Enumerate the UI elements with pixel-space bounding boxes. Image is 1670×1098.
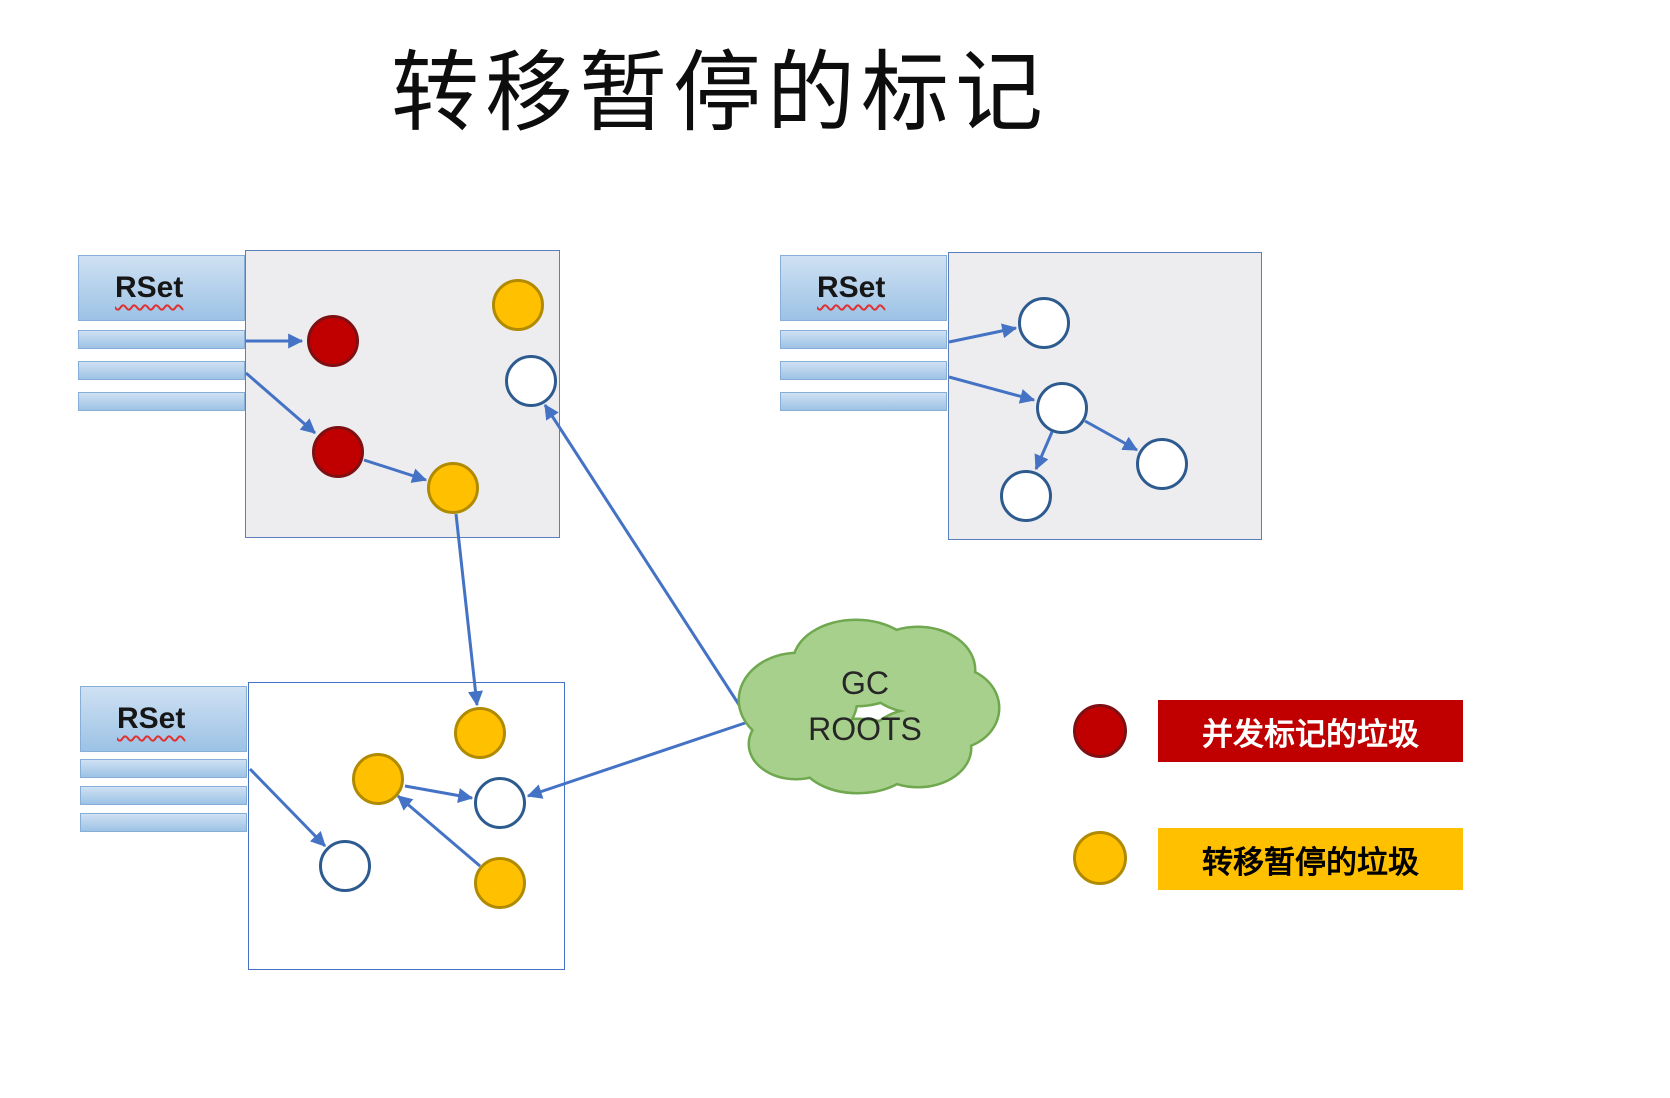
node-live-object [474,777,526,829]
rset-block-top-right: RSet [780,255,947,321]
node-evacuation-pause-garbage [492,279,544,331]
arrow-gcroots-to-topleft-white [543,403,747,715]
rset-entry-bar [780,330,947,349]
node-live-object [1036,382,1088,434]
node-evacuation-pause-garbage [474,857,526,909]
arrow-orange-to-bottom-region [454,513,483,707]
node-live-object [319,840,371,892]
legend-label-evacuation-pause: 转移暂停的垃圾 [1202,844,1419,880]
legend-label-concurrent-marked: 并发标记的垃圾 [1202,716,1419,752]
gc-roots-line1: GC [841,665,889,701]
rset-label-top-left: RSet [115,271,184,304]
rset-entry-bar [80,786,247,805]
heap-region-top-right [948,252,1262,540]
gc-roots-label: GC ROOTS [737,660,993,752]
node-live-object [505,355,557,407]
node-concurrent-marked-garbage [312,426,364,478]
node-live-object [1000,470,1052,522]
rset-label-top-right: RSet [817,271,886,304]
rset-entry-bar [78,392,245,411]
rset-entry-bar [780,392,947,411]
node-live-object [1136,438,1188,490]
rset-block-bottom-left: RSet [80,686,247,752]
gc-roots-line2: ROOTS [808,711,922,747]
node-evacuation-pause-garbage [427,462,479,514]
legend-swatch-concurrent-marked [1073,704,1127,758]
rset-entry-bar [78,330,245,349]
rset-entry-bar [80,759,247,778]
node-concurrent-marked-garbage [307,315,359,367]
legend-item-evacuation-pause: 转移暂停的垃圾 [1158,828,1463,890]
legend-swatch-evacuation-pause [1073,831,1127,885]
rset-entry-bar [78,361,245,380]
rset-block-top-left: RSet [78,255,245,321]
node-evacuation-pause-garbage [352,753,404,805]
legend-item-concurrent-marked: 并发标记的垃圾 [1158,700,1463,762]
rset-entry-bar [780,361,947,380]
node-live-object [1018,297,1070,349]
rset-entry-bar [80,813,247,832]
rset-label-bottom-left: RSet [117,702,186,735]
heap-region-bottom-left [248,682,565,970]
slide-title: 转移暂停的标记 [390,43,1049,142]
node-evacuation-pause-garbage [454,707,506,759]
